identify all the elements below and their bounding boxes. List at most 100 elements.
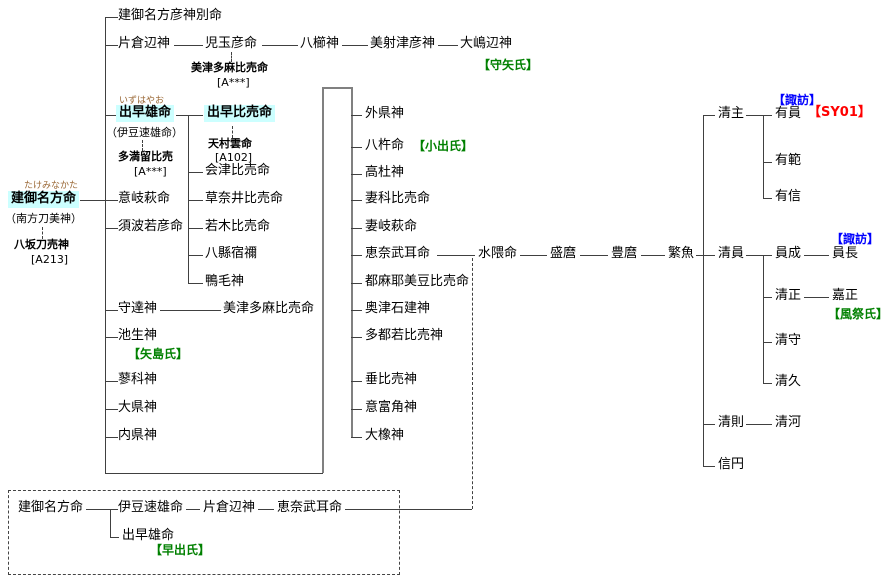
tree-node: 員長 bbox=[832, 246, 859, 261]
tree-node: 有範 bbox=[775, 153, 802, 168]
tree-line bbox=[746, 255, 772, 256]
tree-line bbox=[105, 115, 116, 116]
tree-node: 建御名方命 bbox=[18, 500, 84, 515]
spouse-name: 天村雲命 bbox=[208, 137, 252, 150]
tree-line bbox=[351, 115, 362, 116]
tree-line bbox=[188, 172, 203, 173]
tree-line bbox=[351, 437, 362, 438]
tree-line bbox=[746, 424, 772, 425]
tree-node: 建御名方彦神別命 bbox=[118, 8, 223, 23]
tree-line bbox=[258, 509, 274, 510]
tree-node: 清員 bbox=[718, 246, 745, 261]
tree-line bbox=[763, 297, 772, 298]
tree-line bbox=[763, 198, 772, 199]
tree-node: 蓼科神 bbox=[118, 372, 158, 387]
node-izuhayahime[interactable]: 出早比売命 bbox=[204, 105, 276, 122]
tree-node: 有信 bbox=[775, 189, 802, 204]
tree-line bbox=[176, 115, 203, 116]
tree-line bbox=[105, 45, 118, 46]
tree-line bbox=[86, 509, 118, 510]
tree-node: 高杜神 bbox=[365, 165, 405, 180]
tree-line bbox=[110, 537, 119, 538]
tree-line bbox=[351, 283, 362, 284]
tree-line bbox=[351, 255, 362, 256]
tree-line bbox=[105, 200, 118, 201]
tree-line bbox=[763, 342, 772, 343]
node-izuhayao[interactable]: 出早雄命 bbox=[116, 105, 175, 122]
tree-line bbox=[438, 45, 458, 46]
tree-node: 清主 bbox=[718, 106, 745, 121]
spouse-name: 多満留比売 bbox=[118, 150, 173, 163]
tree-line bbox=[188, 115, 189, 283]
tree-line bbox=[105, 381, 118, 382]
annotation-label: [A***] bbox=[217, 76, 250, 89]
tree-line bbox=[105, 337, 118, 338]
tree-line bbox=[580, 255, 608, 256]
tree-line bbox=[188, 228, 203, 229]
tree-node: 嘉正 bbox=[832, 288, 859, 303]
tree-node: 伊豆速雄命 bbox=[118, 500, 184, 515]
tree-line bbox=[763, 115, 764, 198]
tree-node: 恵奈武耳命 bbox=[365, 246, 431, 261]
code-link-sy01[interactable]: 【SY01】 bbox=[808, 105, 871, 120]
dashed-connector-line bbox=[231, 52, 232, 62]
tree-node: 盛麿 bbox=[550, 246, 577, 261]
tree-line bbox=[322, 87, 353, 89]
tree-node: 出早雄命 bbox=[122, 528, 175, 543]
tree-node: 清河 bbox=[775, 415, 802, 430]
tree-node: 有員 bbox=[775, 106, 802, 121]
clan-label: 【矢島氏】 bbox=[128, 347, 189, 361]
dashed-connector-line bbox=[232, 126, 233, 138]
node-takeminakata[interactable]: 建御名方命 bbox=[8, 191, 80, 208]
tree-line bbox=[703, 424, 715, 425]
dashed-connector-line bbox=[472, 258, 473, 509]
tree-line bbox=[351, 381, 362, 382]
tree-node: 大県神 bbox=[118, 400, 158, 415]
tree-node: 妻岐萩命 bbox=[365, 219, 418, 234]
tree-line bbox=[105, 17, 118, 18]
tree-node: 外県神 bbox=[365, 106, 405, 121]
tree-line bbox=[804, 255, 829, 256]
tree-line bbox=[351, 228, 362, 229]
dashed-connector-line bbox=[142, 140, 143, 151]
clan-label: 【風祭氏】 bbox=[828, 307, 886, 321]
tree-node: 水隈命 bbox=[478, 246, 518, 261]
tree-line bbox=[105, 228, 118, 229]
ruby-reading: いずはやお bbox=[119, 96, 165, 106]
annotation-label: [A***] bbox=[134, 165, 167, 178]
tree-node: 八縣宿禰 bbox=[205, 246, 258, 261]
tree-node: 意岐萩命 bbox=[118, 191, 171, 206]
tree-node: 垂比売神 bbox=[365, 372, 418, 387]
tree-node: 八杵命 bbox=[365, 138, 405, 153]
tree-node: 大嶋辺神 bbox=[460, 36, 513, 51]
tree-line bbox=[188, 283, 203, 284]
tree-node: 信円 bbox=[718, 457, 745, 472]
annotation-label: [A102] bbox=[215, 151, 253, 164]
tree-line bbox=[437, 255, 475, 256]
alternate-theory-box: 別説 bbox=[8, 490, 400, 575]
tree-line bbox=[110, 509, 111, 537]
tree-line bbox=[105, 437, 118, 438]
clan-label: 【早出氏】 bbox=[150, 543, 211, 557]
tree-line bbox=[351, 147, 362, 148]
tree-node: 片倉辺神 bbox=[118, 36, 171, 51]
tree-node: 池生神 bbox=[118, 328, 158, 343]
tree-node: 清久 bbox=[775, 374, 802, 389]
tree-line bbox=[174, 45, 203, 46]
tree-node: 員成 bbox=[775, 246, 802, 261]
tree-line bbox=[105, 473, 323, 474]
tree-line bbox=[345, 509, 472, 510]
tree-node: 内県神 bbox=[118, 428, 158, 443]
tree-line bbox=[703, 115, 715, 116]
tree-line bbox=[703, 115, 704, 466]
tree-node: 清守 bbox=[775, 333, 802, 348]
tree-node: 片倉辺神 bbox=[203, 500, 256, 515]
tree-line bbox=[641, 255, 665, 256]
tree-node: 妻科比売命 bbox=[365, 191, 431, 206]
tree-line bbox=[351, 174, 362, 175]
dashed-connector-line bbox=[42, 227, 43, 239]
tree-line bbox=[351, 87, 353, 437]
tree-line bbox=[105, 17, 106, 473]
tree-node: 清則 bbox=[718, 415, 745, 430]
